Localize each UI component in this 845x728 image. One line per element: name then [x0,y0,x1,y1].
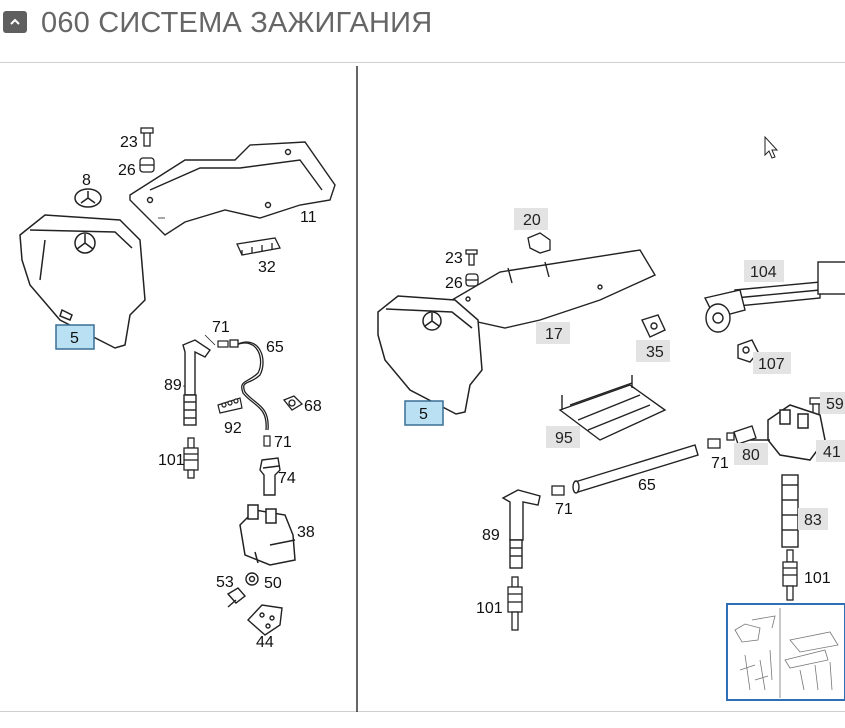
callout-26[interactable]: 26 [118,162,136,179]
part-washer-50[interactable] [245,572,259,586]
callout-104-bg [744,260,784,282]
callout-83-bg [798,508,828,530]
collapse-button[interactable] [3,11,27,33]
part-ignition-rod-65[interactable] [572,444,699,494]
part-spark-plug-101-right[interactable] [782,549,798,601]
diagram-thumbnail[interactable] [726,603,845,701]
part-boot-74[interactable] [259,457,281,496]
callout-104[interactable]: 104 [750,264,777,281]
callout-89[interactable]: 89 [164,377,182,394]
callout-23-right[interactable]: 23 [445,250,463,267]
part-engine-cover-5[interactable] [19,214,146,349]
callout-68[interactable]: 68 [304,398,322,415]
part-bolt-53[interactable] [226,587,247,608]
callout-95-bg [546,426,580,448]
part-bolt-23[interactable] [140,127,154,147]
part-plug-connector-89-right[interactable] [501,489,541,569]
callout-44[interactable]: 44 [256,634,274,651]
callout-32[interactable]: 32 [258,259,276,276]
callout-74[interactable]: 74 [278,470,296,487]
callout-65-right[interactable]: 65 [638,477,656,494]
callout-17[interactable]: 17 [545,326,563,343]
mouse-cursor-icon [764,135,779,159]
callout-20-bg [514,208,548,230]
part-boot-83[interactable] [781,474,799,548]
callout-17-bg [536,322,570,344]
callout-71[interactable]: 71 [212,319,230,336]
callout-41-bg [816,440,845,462]
callout-80[interactable]: 80 [742,447,760,464]
part-spark-plug-101-right-lower[interactable] [507,576,523,631]
callout-59[interactable]: 59 [826,396,844,413]
callout-35-bg [636,340,670,362]
part-clip-35[interactable] [641,314,666,338]
part-cover-plate-17[interactable] [451,249,657,329]
callout-92[interactable]: 92 [224,420,242,437]
left-leader-lines [158,217,216,387]
callout-107-bg [753,352,791,374]
callout-41[interactable]: 41 [823,444,841,461]
callout-71-right-lower[interactable]: 71 [555,501,573,518]
part-sleeve-71-right[interactable] [707,438,721,449]
part-bolt-23-right[interactable] [465,249,478,266]
part-clips-92[interactable] [217,397,243,414]
part-grommet-26-right[interactable] [465,273,479,287]
parts-diagram: 23 26 8 11 32 5 71 65 89 68 92 71 101 74… [19,66,845,712]
callout-107[interactable]: 107 [758,356,785,373]
part-ignition-lead-65[interactable] [229,339,269,431]
callout-71-lower[interactable]: 71 [274,434,292,451]
callout-23[interactable]: 23 [120,134,138,151]
callout-5[interactable]: 5 [70,330,79,347]
part-grommet-26[interactable] [139,157,155,173]
callout-5-highlight[interactable] [55,324,95,350]
part-sleeve-71-right-lower[interactable] [551,485,565,496]
chevron-up-icon [10,18,20,25]
callout-83[interactable]: 83 [804,512,822,529]
part-ignition-coil-38[interactable] [239,504,296,566]
callout-71-right[interactable]: 71 [711,455,729,472]
callout-50[interactable]: 50 [264,575,282,592]
part-connector-rail-95[interactable] [558,375,667,441]
part-bracket-44[interactable] [246,604,283,636]
callout-8[interactable]: 8 [82,172,91,189]
callout-59-bg [820,392,845,414]
part-engine-cover-5-right[interactable] [377,295,483,415]
part-harness-104[interactable] [703,261,845,333]
callout-20[interactable]: 20 [523,212,541,229]
part-cover-plate-11[interactable] [129,141,336,236]
callout-26-right[interactable]: 26 [445,275,463,292]
callout-101-right[interactable]: 101 [804,570,831,587]
callout-65[interactable]: 65 [266,339,284,356]
part-sleeve-80[interactable] [726,425,757,445]
callout-95[interactable]: 95 [555,430,573,447]
callout-38[interactable]: 38 [297,524,315,541]
callout-53[interactable]: 53 [216,574,234,591]
part-spark-plug-101[interactable] [183,437,199,479]
part-emblem-8[interactable] [74,188,102,208]
callout-5-right[interactable]: 5 [419,406,428,423]
part-connector-32[interactable] [236,237,281,256]
page-header: 060 СИСТЕМА ЗАЖИГАНИЯ [0,0,845,50]
callout-11[interactable]: 11 [300,209,317,226]
callout-5-right-highlight[interactable] [404,400,444,426]
callout-101[interactable]: 101 [158,452,185,469]
part-clip-68[interactable] [282,395,304,411]
callout-35[interactable]: 35 [646,344,664,361]
part-bracket-20[interactable] [527,232,551,254]
right-panel: 20 23 26 104 17 35 107 5 59 95 71 80 41 … [377,135,845,701]
callout-89-right[interactable]: 89 [482,527,500,544]
part-sleeve-71-lower[interactable] [263,435,271,447]
callout-101-right-lower[interactable]: 101 [476,600,503,617]
part-sleeve-71[interactable] [217,340,229,348]
left-panel: 23 26 8 11 32 5 71 65 89 68 92 71 101 74… [19,127,336,651]
page-title: 060 СИСТЕМА ЗАЖИГАНИЯ [41,7,433,39]
part-plug-connector-89[interactable] [182,339,211,426]
callout-80-bg [734,443,768,465]
